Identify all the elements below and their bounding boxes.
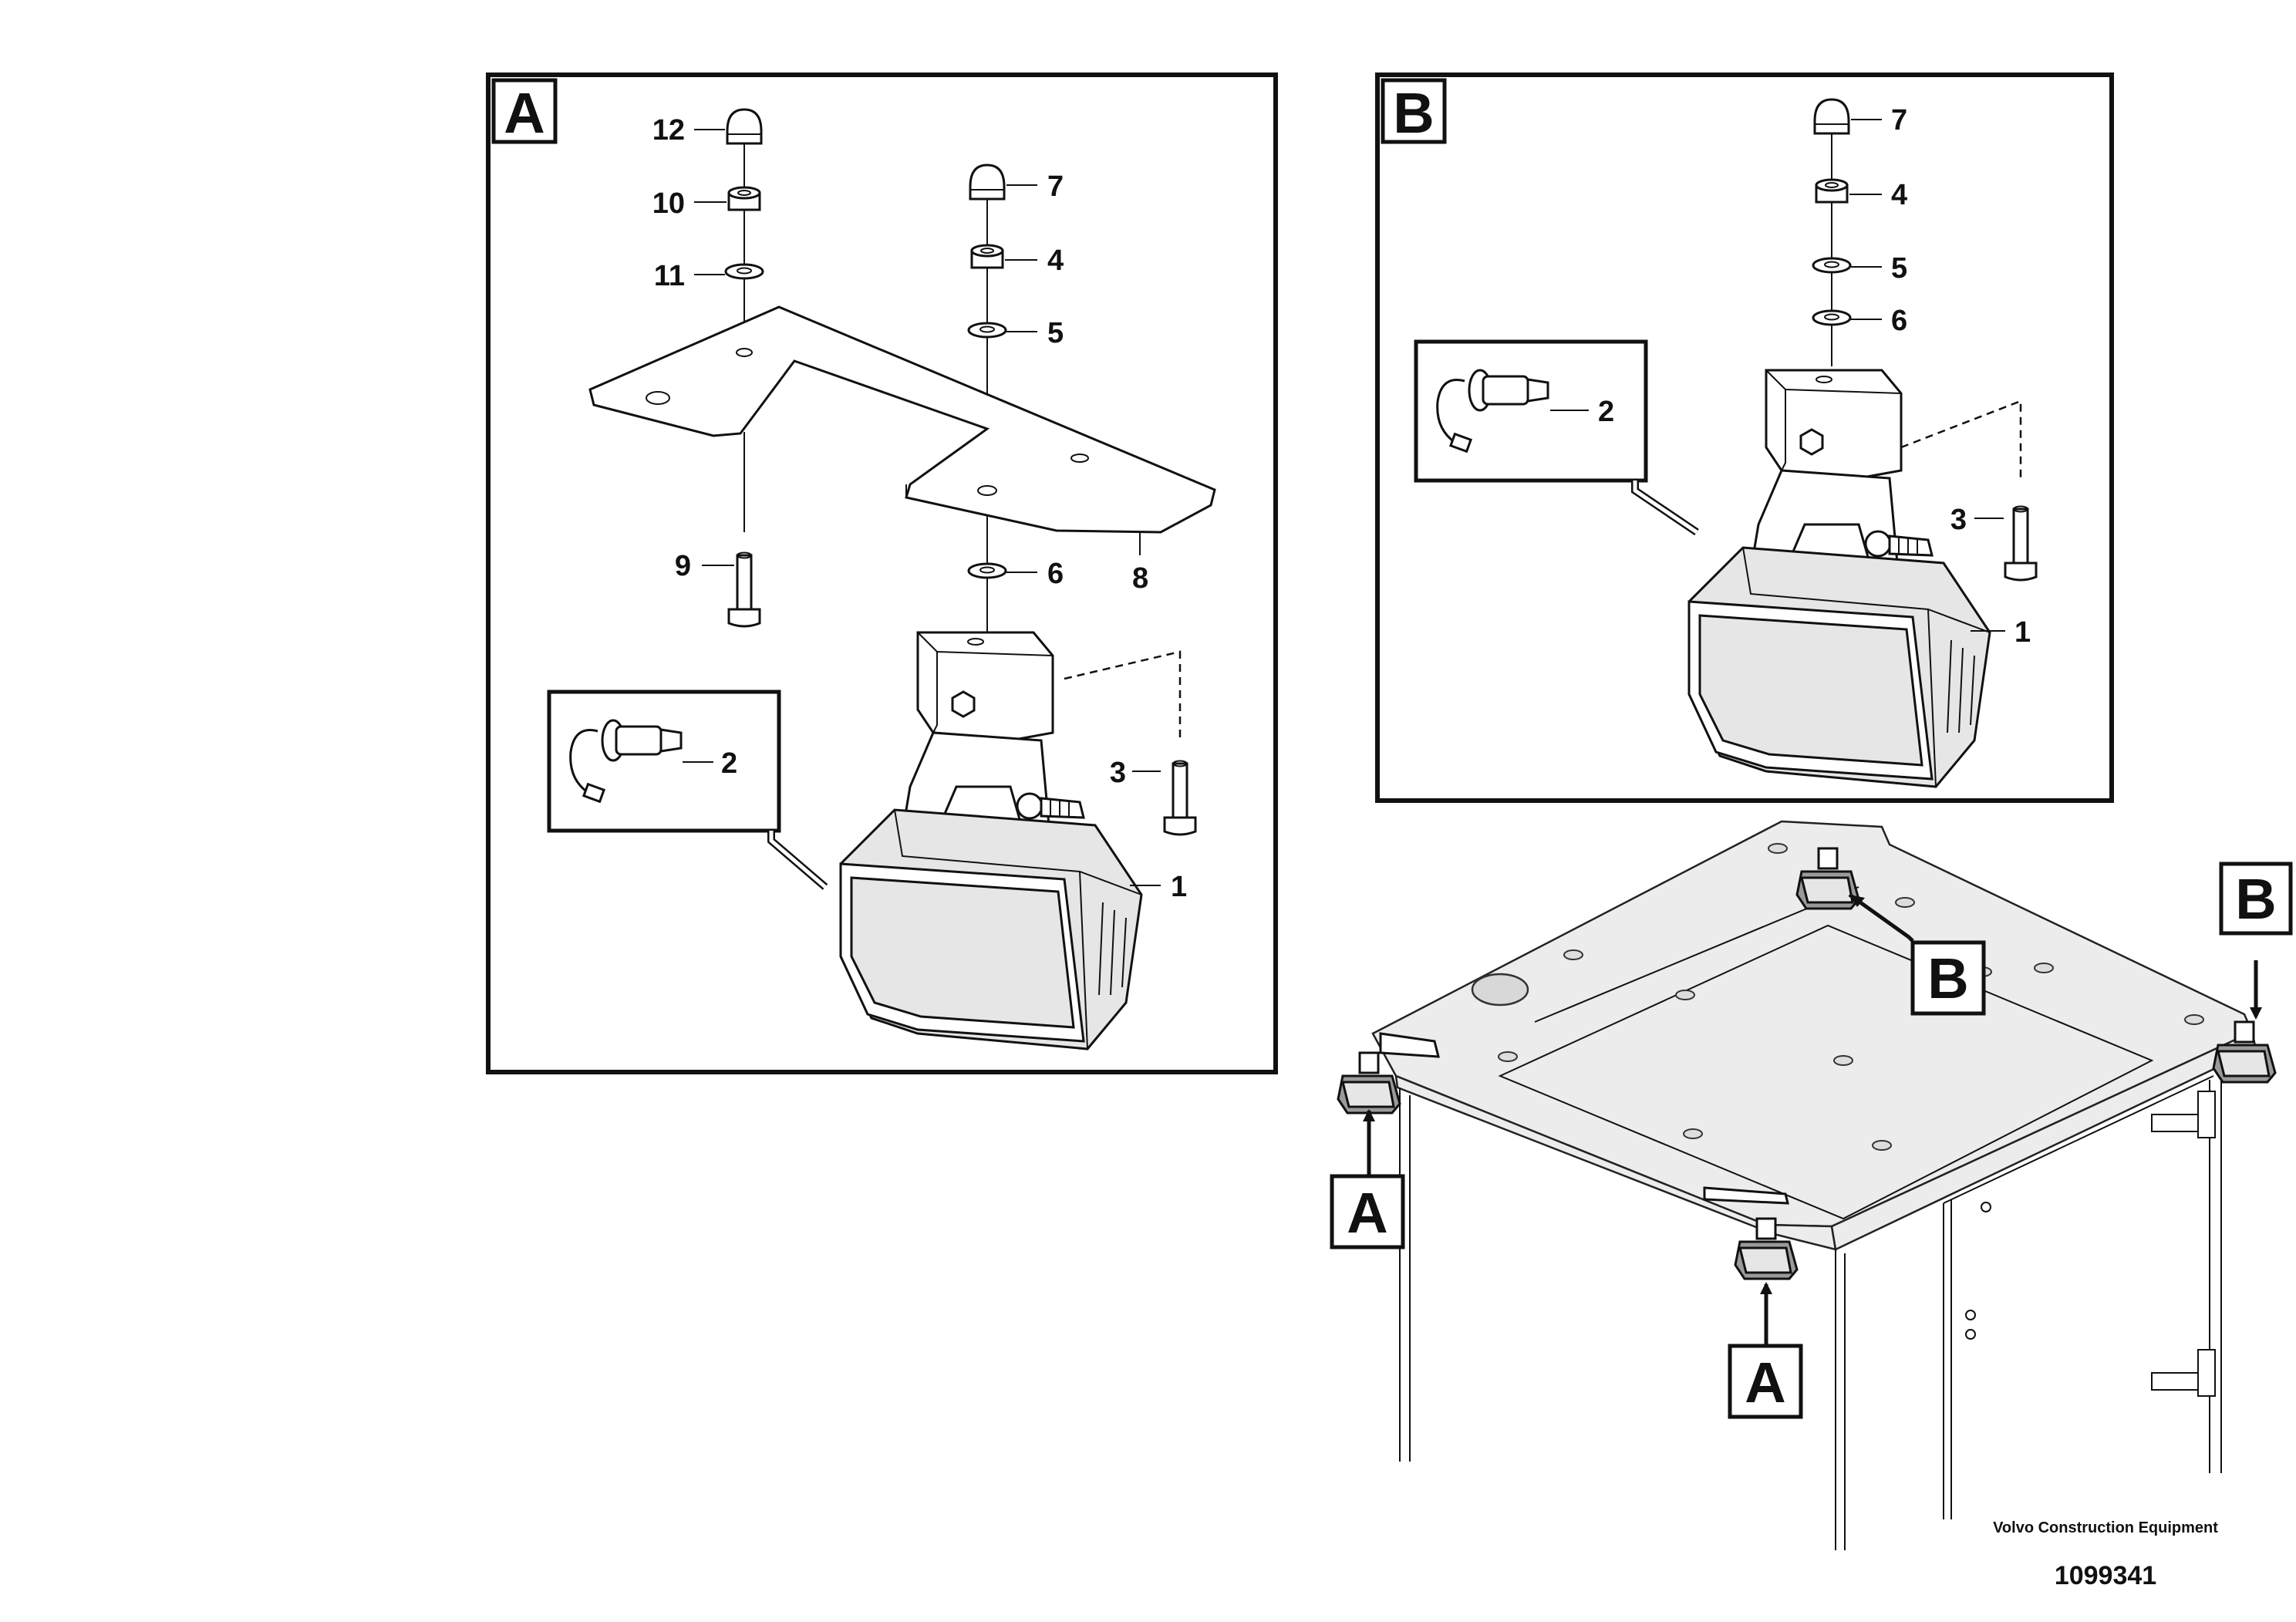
mounting-bracket-plate	[588, 305, 1216, 534]
cab-overview: B B A A	[1330, 820, 2293, 1550]
hex-nut-icon	[727, 186, 761, 211]
footer-drawing-number: 1099341	[2054, 1561, 2157, 1590]
part-label: 3	[1950, 504, 1967, 536]
washer-icon	[967, 322, 1007, 339]
bolt-icon	[727, 551, 761, 628]
callout-letter: A	[1745, 1351, 1785, 1415]
washer-icon	[724, 263, 764, 280]
part-label: 3	[1110, 757, 1126, 789]
callout-b-right: B	[2219, 862, 2293, 936]
part-label: 1	[2014, 616, 2031, 649]
cap-nut-icon	[969, 164, 1006, 201]
part-label: 7	[1891, 104, 1907, 137]
callout-letter: A	[1347, 1181, 1387, 1245]
panel-a-letter: A	[504, 81, 544, 145]
bolt-icon	[1163, 760, 1197, 836]
work-lamp-icon	[1687, 369, 1991, 788]
washer-icon	[1812, 257, 1852, 274]
part-label: 4	[1047, 244, 1064, 277]
part-label: 4	[1891, 179, 1907, 211]
bulb-inset-b	[1414, 339, 1699, 536]
footer-company: Volvo Construction Equipment	[1993, 1519, 2218, 1536]
part-label: 5	[1047, 317, 1064, 349]
callout-letter: B	[1927, 946, 1968, 1010]
part-label: 2	[721, 747, 737, 780]
panel-b: B 7 4 5 6 2 3 1	[1375, 73, 2114, 803]
part-label: 11	[654, 260, 685, 292]
washer-icon	[967, 562, 1007, 579]
part-label: 5	[1891, 252, 1907, 285]
callout-b-top: B	[1910, 940, 1986, 1016]
panel-a: A	[486, 73, 1278, 1074]
bolt-icon	[2004, 505, 2038, 582]
panel-b-letter: B	[1393, 81, 1434, 145]
lamp-mount-front-left	[1337, 1032, 1440, 1114]
part-label: 6	[1047, 558, 1064, 590]
callout-a-center: A	[1728, 1344, 1803, 1419]
part-label: 10	[652, 187, 685, 220]
part-label: 6	[1891, 305, 1907, 337]
part-label: 8	[1132, 562, 1148, 595]
callout-letter: B	[2235, 867, 2276, 931]
hex-nut-icon	[970, 244, 1004, 269]
callout-a-left: A	[1330, 1174, 1405, 1249]
part-label: 1	[1171, 871, 1187, 903]
bulb-inset-a	[547, 690, 828, 890]
part-label: 7	[1047, 170, 1064, 203]
panel-a-letter-box: A	[491, 78, 558, 145]
part-label: 9	[675, 550, 691, 582]
part-label: 12	[652, 114, 685, 147]
panel-b-letter-box: B	[1381, 78, 1447, 145]
cap-nut-icon	[1813, 98, 1850, 135]
part-label: 2	[1598, 396, 1614, 428]
lamp-mount-front-center	[1703, 1186, 1799, 1280]
hex-nut-icon	[1815, 178, 1849, 204]
washer-icon	[1812, 309, 1852, 326]
cap-nut-icon	[726, 108, 763, 145]
work-lamp-icon	[839, 631, 1143, 1050]
